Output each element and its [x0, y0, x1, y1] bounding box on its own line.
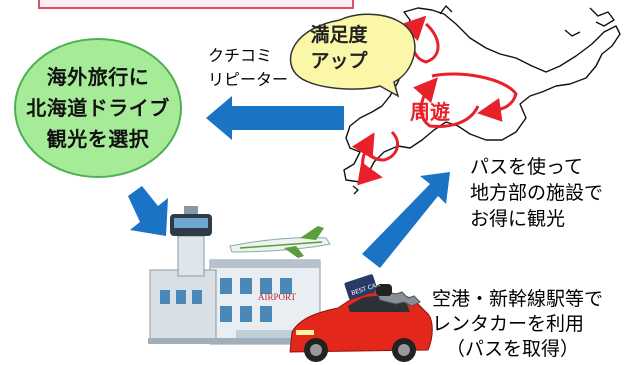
rental-car-text: 空港・新幹線駅等で レンタカーを利用 （パスを取得）: [432, 287, 603, 362]
car-key-icon: [344, 274, 421, 307]
flow-arrows: [128, 96, 450, 268]
hokkaido-map: [343, 5, 621, 195]
word-of-mouth-line-2: リピーター: [208, 70, 289, 89]
circle-line-3: 観光を選択: [46, 126, 150, 151]
satisfaction-line-1: 満足度: [310, 24, 368, 46]
airport-building: [148, 206, 324, 345]
word-of-mouth-label: クチコミ リピーター: [208, 44, 288, 92]
satisfaction-text: 満足度 アップ: [287, 22, 391, 74]
circle-line-2: 北海道ドライブ: [26, 95, 170, 120]
touring-loops: [351, 15, 518, 186]
rental-line-1: 空港・新幹線駅等で: [432, 288, 604, 310]
touring-label: 周遊: [410, 100, 450, 124]
word-of-mouth-line-1: クチコミ: [208, 46, 273, 65]
pass-usage-text: パスを使って 地方部の施設で お得に観光: [470, 154, 603, 232]
choose-hokkaido-circle: 海外旅行に 北海道ドライブ 観光を選択: [14, 38, 182, 178]
pass-usage-line-3: お得に観光: [470, 208, 566, 230]
rental-car: [289, 292, 433, 362]
arrow-to-circle: [206, 96, 344, 140]
pass-usage-line-1: パスを使って: [470, 156, 584, 178]
airplane: [229, 226, 331, 258]
rental-line-2: レンタカーを利用: [432, 313, 585, 335]
rental-line-3: （パスを取得）: [446, 338, 580, 360]
arrow-car-to-map: [362, 172, 450, 268]
satisfaction-line-2: アップ: [310, 50, 368, 72]
top-frame-edge: [38, 0, 354, 9]
arrow-circle-to-airport: [128, 186, 168, 236]
airport-sign: AIRPORT: [258, 292, 296, 302]
pass-usage-line-2: 地方部の施設で: [470, 182, 604, 204]
circle-line-1: 海外旅行に: [46, 64, 150, 89]
speech-bubble: [289, 13, 416, 98]
